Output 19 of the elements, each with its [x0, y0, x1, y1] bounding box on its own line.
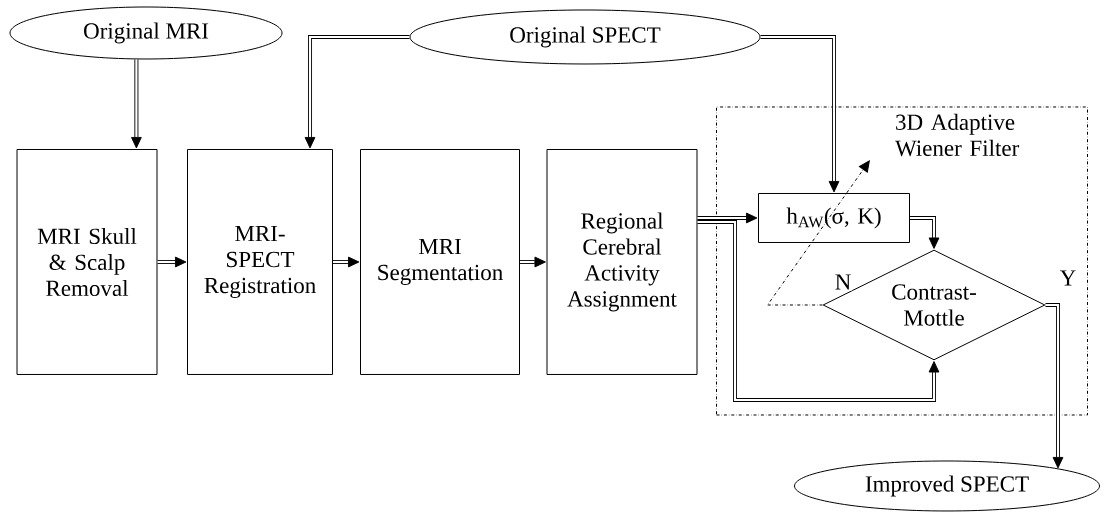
edge-label: N: [833, 273, 853, 291]
process-box: MRI- SPECT Registration: [187, 149, 333, 375]
process-box: MRI Skull & Scalp Removal: [16, 149, 158, 375]
arrow: [760, 35, 840, 193]
arrow: [697, 212, 758, 224]
arrow: [910, 216, 940, 249]
arrow: [333, 256, 360, 268]
arrow: [304, 35, 410, 149]
edge-label: Y: [1058, 269, 1078, 287]
arrow: [157, 256, 187, 268]
arrow: [131, 59, 142, 149]
filter-box: h$_{AW}$(σ, K): [758, 193, 910, 243]
arrow: [697, 220, 940, 402]
arrow: [1045, 303, 1064, 469]
arrow: [767, 160, 870, 306]
group-heading: 3D Adaptive Wiener Filter: [895, 113, 1020, 157]
process-box: Regional Cerebral Activity Assignment: [546, 149, 698, 375]
process-box: MRI Segmentation: [360, 149, 520, 375]
arrow: [520, 256, 546, 268]
